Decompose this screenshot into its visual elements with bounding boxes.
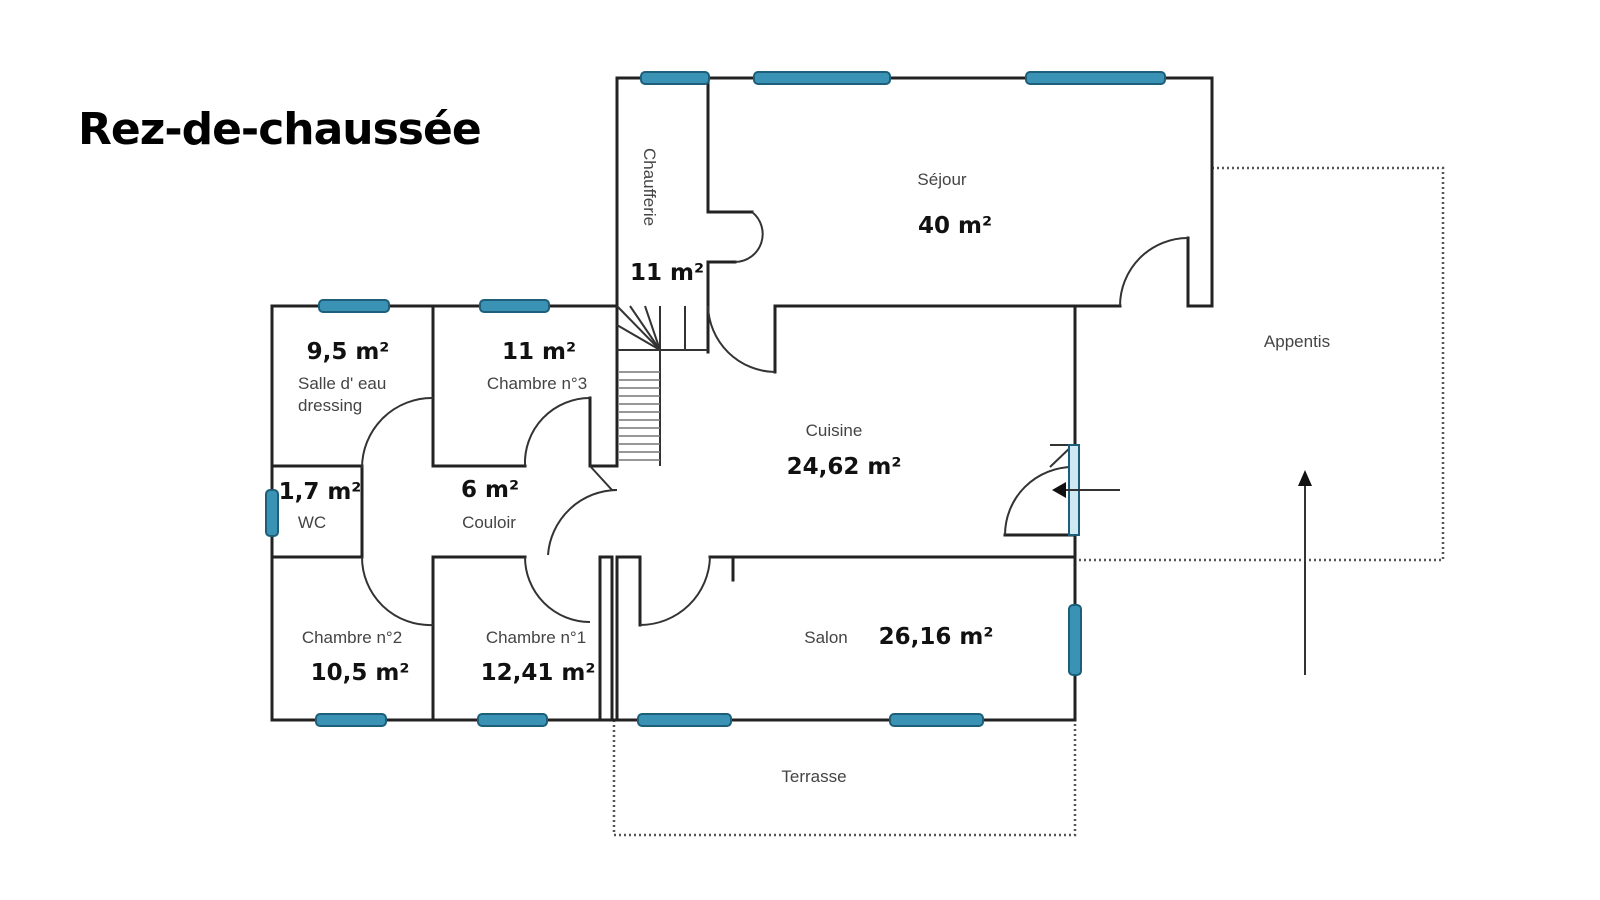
couloir-label: Couloir — [462, 513, 516, 532]
salle-eau-label: Salle d' eau — [298, 374, 386, 393]
salon-area: 26,16 m² — [879, 624, 994, 650]
chambre1-area: 12,41 m² — [481, 660, 596, 686]
cuisine-label: Cuisine — [806, 421, 863, 440]
appentis-label: Appentis — [1264, 332, 1330, 351]
doors — [360, 211, 1189, 627]
chambre2-label: Chambre n°2 — [302, 628, 402, 647]
chaufferie-label: Chaufferie — [640, 148, 659, 226]
chambre1-label: Chambre n°1 — [486, 628, 586, 647]
wc-area: 1,7 m² — [279, 479, 362, 505]
terrasse-label: Terrasse — [781, 767, 846, 786]
page-title: Rez-de-chaussée — [78, 104, 482, 155]
walls — [270, 76, 1214, 722]
entrance-arrow-icon — [1052, 482, 1120, 498]
sejour-label: Séjour — [917, 170, 966, 189]
chambre2-area: 10,5 m² — [311, 660, 410, 686]
salon-label: Salon — [804, 628, 847, 647]
appentis-outline — [1075, 166, 1445, 562]
chambre3-area: 11 m² — [502, 339, 576, 365]
chaufferie-area: 11 m² — [630, 260, 704, 286]
staircase — [616, 305, 708, 466]
couloir-area: 6 m² — [461, 477, 519, 503]
cuisine-area: 24,62 m² — [787, 454, 902, 480]
sejour-area: 40 m² — [918, 213, 992, 239]
wc-label: WC — [298, 513, 326, 532]
access-arrow-icon — [1298, 470, 1312, 675]
salle-eau-area: 9,5 m² — [307, 339, 390, 365]
salle-eau-label-line2: dressing — [298, 396, 362, 415]
chambre3-label: Chambre n°3 — [487, 374, 587, 393]
